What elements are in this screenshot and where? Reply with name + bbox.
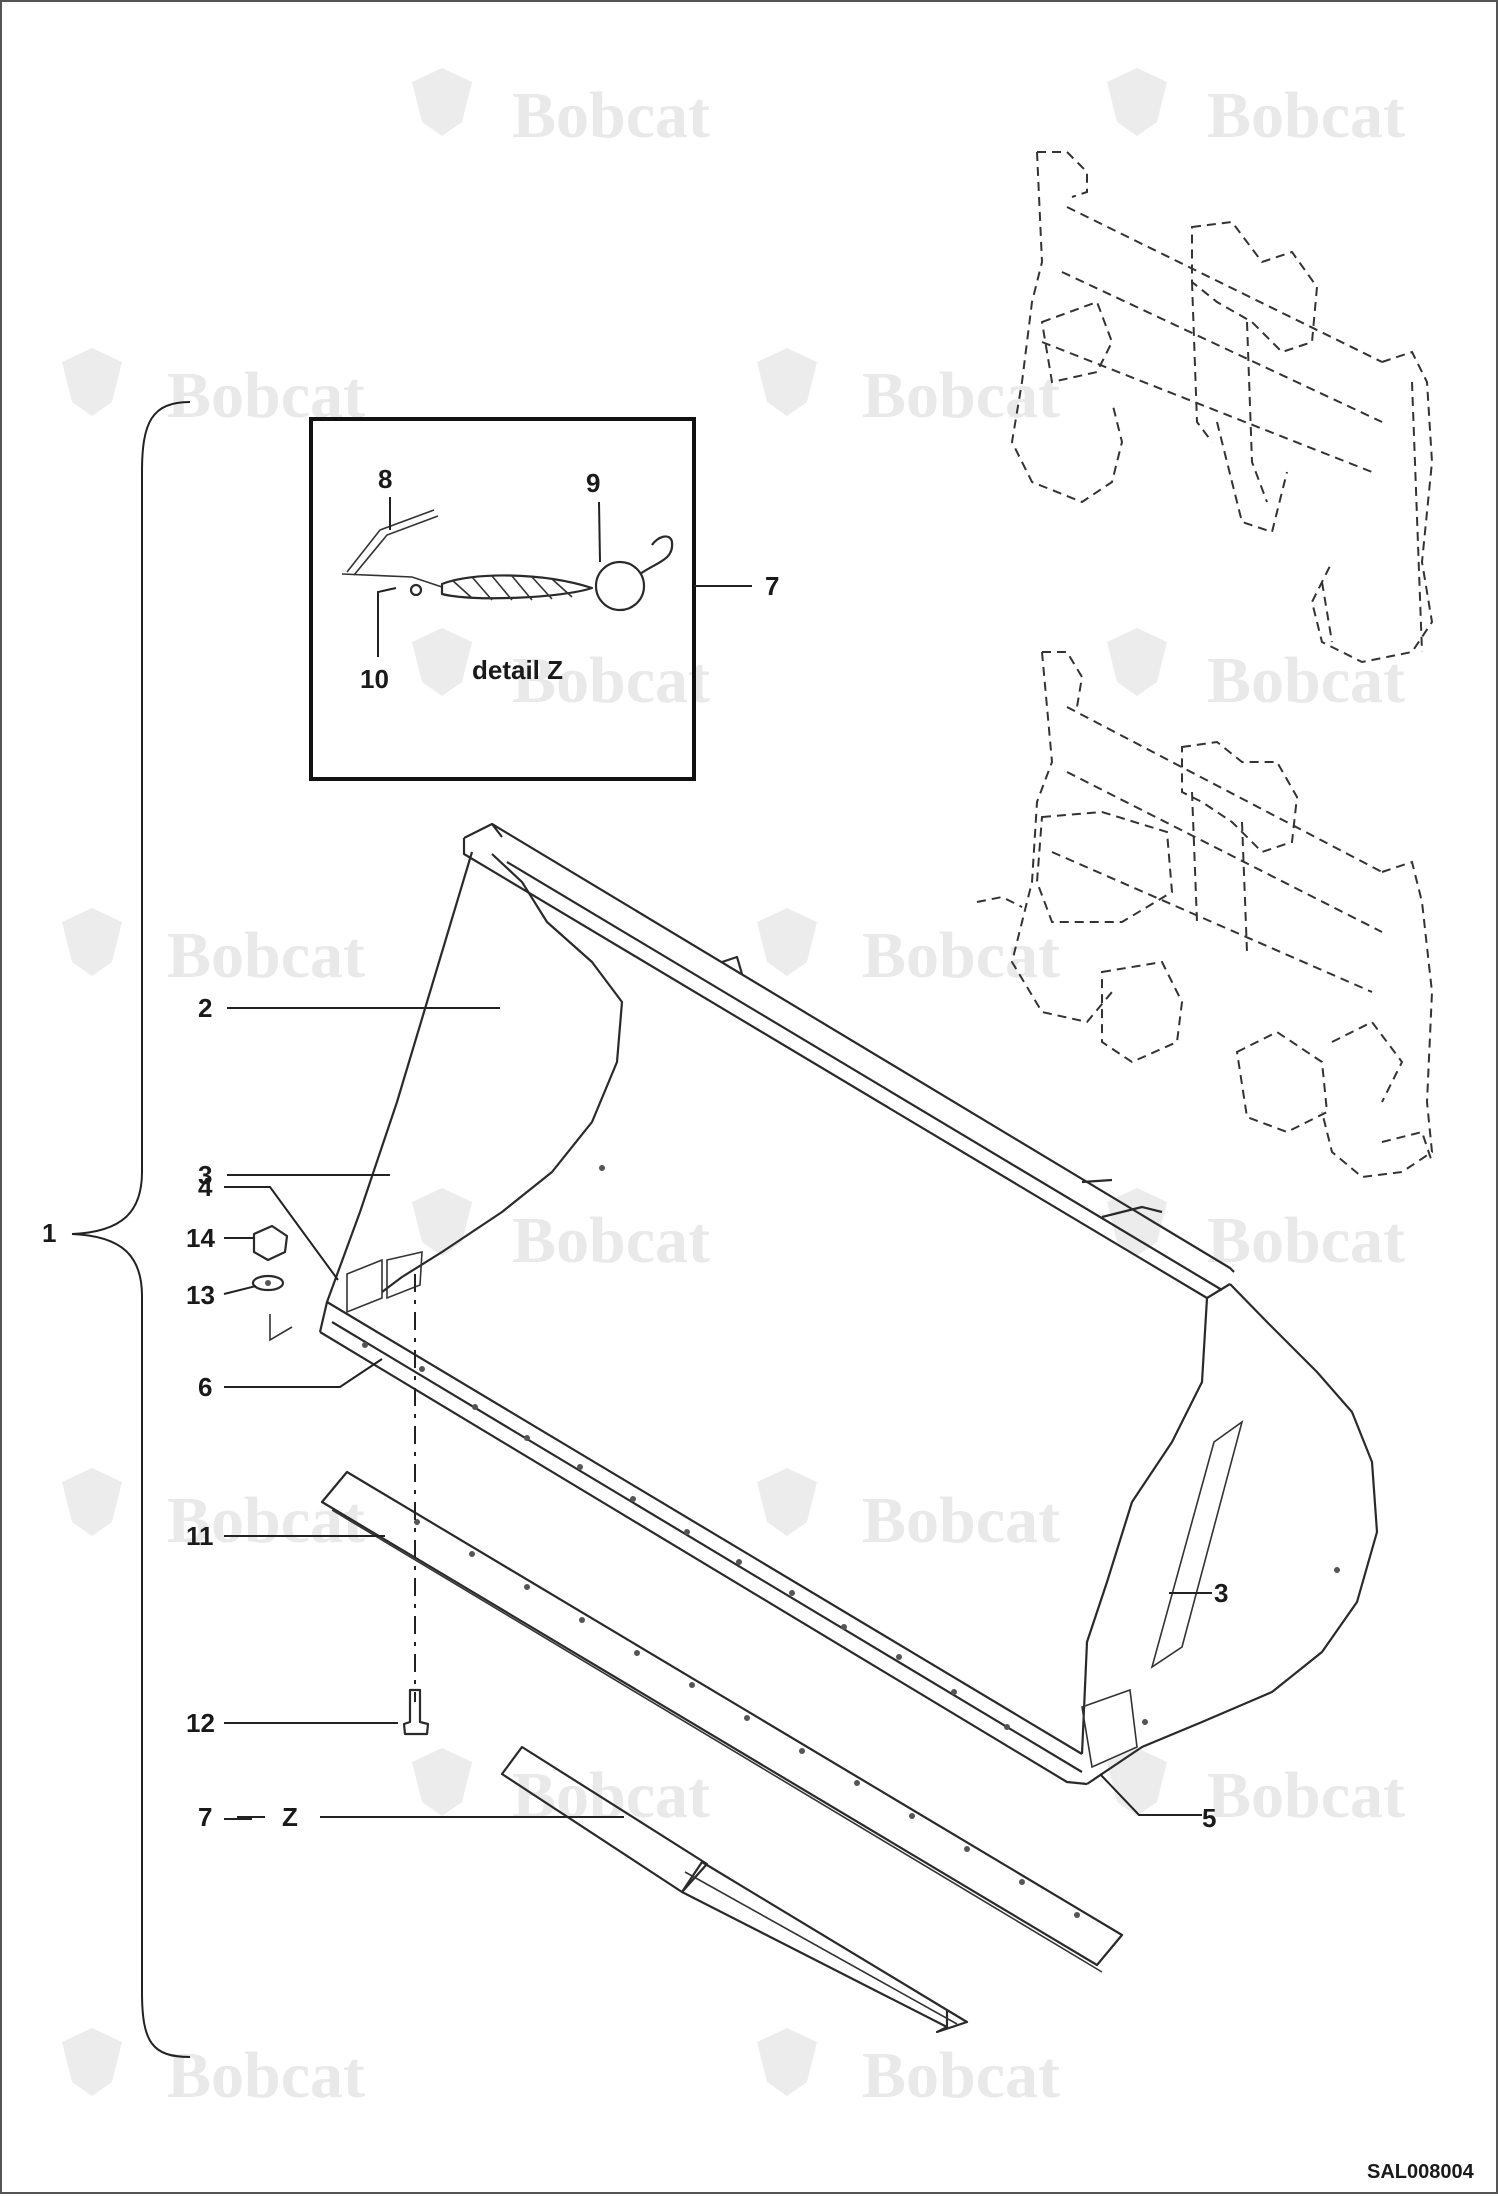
nut [252, 1224, 289, 1262]
callout-4: 4 [198, 1172, 213, 1202]
assembly-brace [71, 401, 191, 2058]
svg-text:Bobcat: Bobcat [1207, 79, 1405, 152]
callout-11: 11 [186, 1521, 214, 1551]
watermark-6: Bobcat [1107, 628, 1405, 717]
quick-attach-frame-lower [976, 651, 1434, 1179]
watermark-2: Bobcat [1107, 68, 1405, 152]
svg-text:Bobcat: Bobcat [167, 1484, 365, 1557]
callout-6: 6 [198, 1372, 212, 1402]
callout-3-right: 3 [1214, 1578, 1228, 1608]
edge-guard [500, 1745, 969, 2034]
callout-12: 12 [186, 1708, 215, 1738]
watermark-10: Bobcat [1107, 1188, 1405, 1277]
washer [251, 1274, 285, 1292]
svg-text:Bobcat: Bobcat [167, 359, 365, 432]
detail-z-box [309, 417, 696, 781]
bucket [318, 822, 1379, 1786]
watermark-16: Bobcat [757, 2028, 1060, 2112]
svg-text:Bobcat: Bobcat [512, 1759, 710, 1832]
callout-7-detail: 7 [765, 571, 779, 601]
svg-text:Bobcat: Bobcat [167, 919, 365, 992]
fastener-set [251, 1224, 430, 1736]
svg-text:Bobcat: Bobcat [862, 2039, 1060, 2112]
svg-text:Bobcat: Bobcat [167, 2039, 365, 2112]
cutting-edge [320, 1470, 1124, 1973]
leader-lines [223, 497, 1212, 1820]
svg-text:Bobcat: Bobcat [1207, 1204, 1405, 1277]
callout-10: 10 [360, 664, 389, 694]
quick-attach-frame-upper [1010, 151, 1434, 664]
watermark-1: Bobcat [412, 68, 710, 152]
callout-14: 14 [186, 1223, 215, 1253]
watermark-14: Bobcat [1107, 1748, 1405, 1832]
svg-text:Bobcat: Bobcat [862, 1484, 1060, 1557]
bolt [402, 1688, 430, 1736]
callout-z: Z [282, 1802, 298, 1832]
watermark-4: Bobcat [757, 348, 1060, 432]
svg-text:Bobcat: Bobcat [862, 359, 1060, 432]
watermark-5: Bobcat [412, 628, 710, 717]
watermark-12: Bobcat [757, 1468, 1060, 1557]
drawing-code: SAL008004 [1367, 2161, 1475, 2183]
watermark-8: Bobcat [757, 908, 1060, 992]
callout-13: 13 [186, 1280, 215, 1310]
watermark-13: Bobcat [412, 1748, 710, 1832]
callout-9: 9 [586, 468, 600, 498]
callout-2: 2 [198, 993, 212, 1023]
svg-text:Bobcat: Bobcat [1207, 644, 1405, 717]
callout-1: 1 [42, 1218, 56, 1248]
watermark-7: Bobcat [62, 908, 365, 992]
svg-text:Bobcat: Bobcat [512, 1204, 710, 1277]
svg-text:Bobcat: Bobcat [1207, 1759, 1405, 1832]
detail-z-title: detail Z [472, 655, 563, 685]
callout-5: 5 [1202, 1803, 1216, 1833]
svg-text:Bobcat: Bobcat [862, 919, 1060, 992]
callout-3-left: 3 [198, 1160, 212, 1190]
watermark-9: Bobcat [412, 1188, 710, 1277]
svg-text:Bobcat: Bobcat [512, 644, 710, 717]
watermark-15: Bobcat [62, 2028, 365, 2112]
watermark-11: Bobcat [62, 1468, 365, 1557]
svg-text:Bobcat: Bobcat [512, 79, 710, 152]
callout-labels: 1 2 3 4 14 13 6 11 12 7 Z 3 5 7 8 9 10 d… [42, 464, 1475, 2183]
callout-7-guard: 7 [198, 1802, 212, 1832]
callout-8: 8 [378, 464, 392, 494]
